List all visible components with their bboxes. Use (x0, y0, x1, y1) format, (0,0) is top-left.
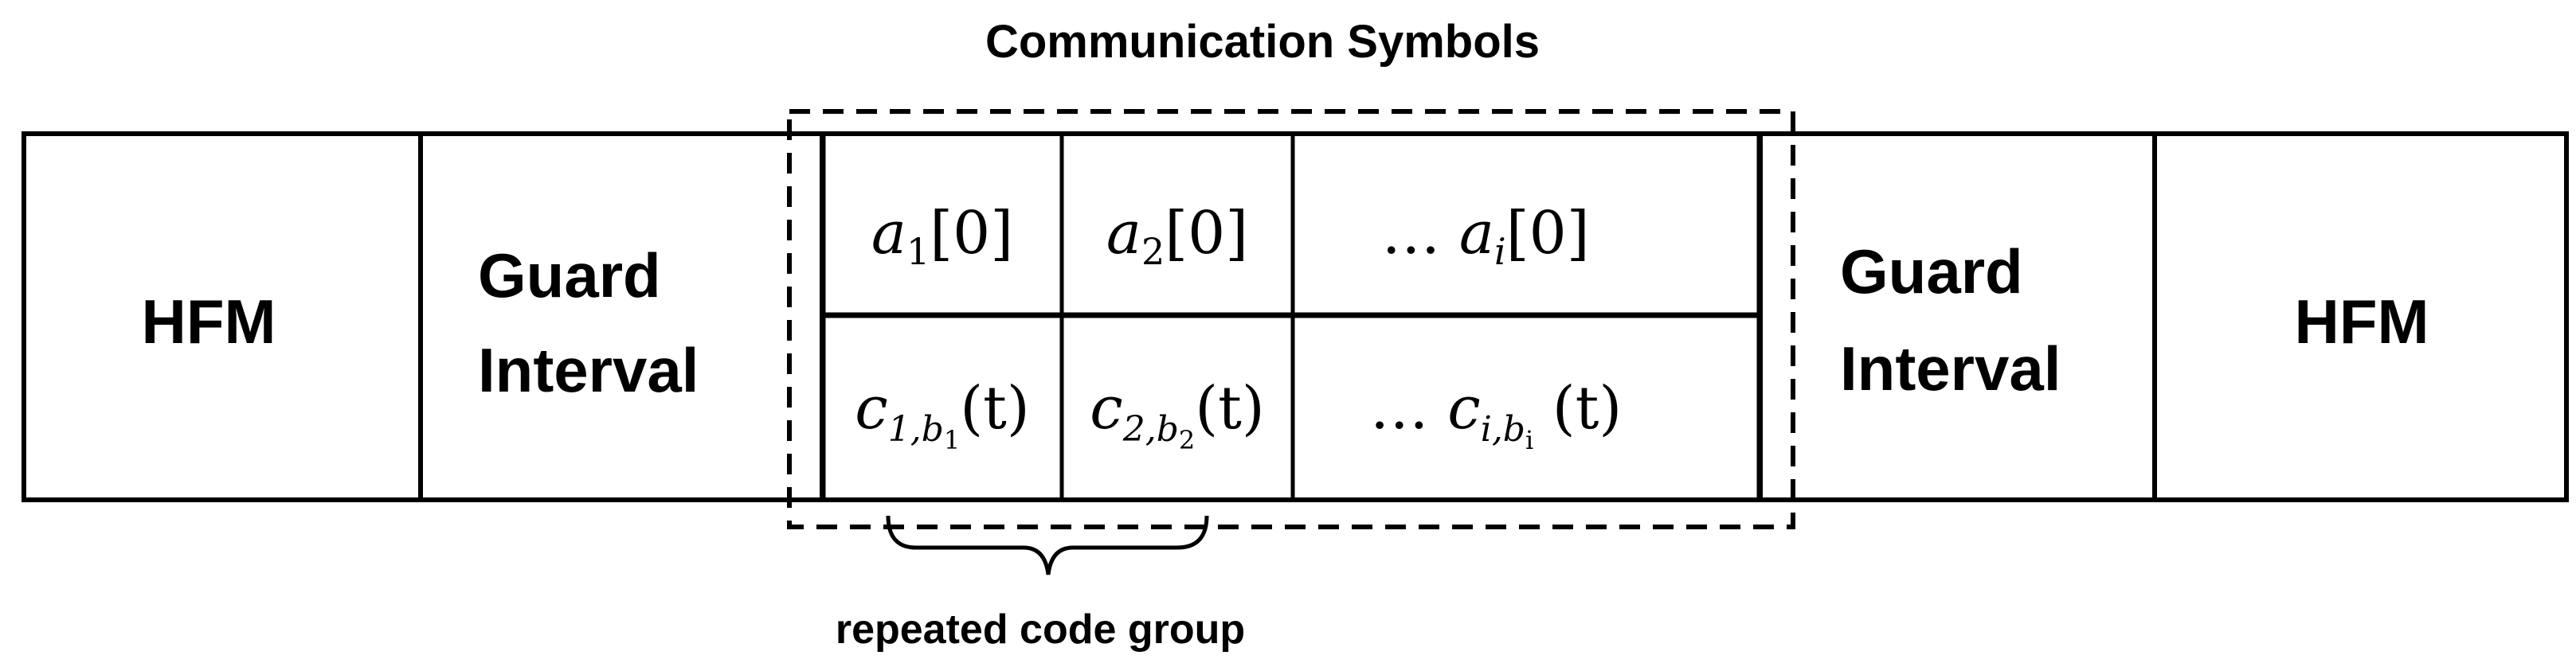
symbol-a2: a2[0] (1106, 199, 1248, 273)
symbol-ai: … ai[0] (1381, 199, 1589, 273)
hfm-left-label: HFM (142, 287, 276, 357)
guard-interval-right-line2: Interval (1840, 334, 2061, 404)
symbol-ci: … ci,bi (t) (1370, 374, 1622, 455)
communication-symbols-dashed-box (787, 109, 1795, 529)
guard-interval-right-label: Guard Interval (1840, 236, 2061, 404)
guard-interval-left-label: Guard Interval (478, 240, 699, 405)
repeated-code-group-label: repeated code group (836, 607, 1245, 653)
hfm-right-label: HFM (2295, 287, 2429, 357)
guard-interval-left-line1: Guard (478, 240, 661, 310)
guard-interval-right-line1: Guard (1840, 236, 2023, 306)
frame-outline (22, 131, 2569, 502)
repeated-code-group-brace (886, 515, 1209, 575)
symbol-c2: c2,b2(t) (1090, 374, 1264, 455)
communication-symbols-title: Communication Symbols (985, 16, 1540, 68)
symbol-a1: a1[0] (871, 199, 1013, 273)
guard-interval-left-line2: Interval (478, 335, 699, 405)
symbol-c1: c1,b1(t) (855, 374, 1029, 455)
